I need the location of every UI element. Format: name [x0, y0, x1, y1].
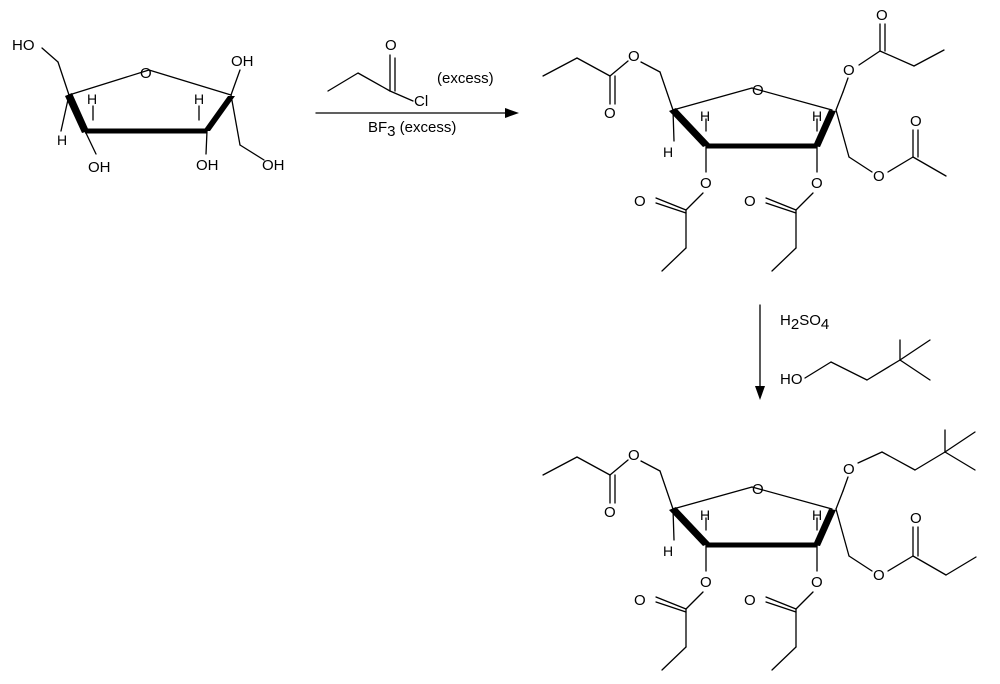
carbonyl-oxygen-label: O — [744, 193, 756, 210]
atom-label-H: H — [57, 132, 67, 148]
ester-oxygen-label: O — [873, 168, 885, 185]
atom-label-H: H — [87, 91, 97, 107]
atom-label-H: H — [194, 91, 204, 107]
ring-oxygen-label: O — [752, 82, 764, 99]
atom-label-HO: HO — [12, 37, 35, 54]
sulfuric-acid-label: H2SO4 — [780, 312, 829, 333]
neohexanol-reagent: HO — [780, 339, 931, 388]
atom-label-Cl: Cl — [414, 93, 428, 110]
ester-oxygen-label: O — [843, 62, 855, 79]
carbonyl-oxygen-label: O — [634, 193, 646, 210]
atom-label-H: H — [700, 507, 710, 523]
carbonyl-oxygen-label: O — [744, 592, 756, 609]
atom-label-OH: OH — [262, 157, 285, 174]
final-product: O H H H O O O O O — [542, 429, 977, 671]
carbonyl-oxygen-label: O — [604, 105, 616, 122]
atom-label-OH: OH — [196, 157, 219, 174]
carbonyl-oxygen-label: O — [910, 113, 922, 130]
carbonyl-oxygen-label: O — [385, 37, 397, 54]
propanoyl-chloride-reagent: O Cl (excess) — [327, 37, 494, 110]
carbonyl-oxygen-label: O — [910, 510, 922, 527]
ester-oxygen-label: O — [873, 567, 885, 584]
ester-oxygen-label: O — [628, 447, 640, 464]
carbonyl-oxygen-label: O — [876, 7, 888, 24]
reaction-arrow-2 — [755, 304, 765, 400]
atom-label-OH: OH — [88, 159, 111, 176]
atom-label-H: H — [700, 108, 710, 124]
atom-label-H: H — [663, 543, 673, 559]
ester-oxygen-label: O — [700, 574, 712, 591]
carbonyl-oxygen-label: O — [604, 504, 616, 521]
atom-label-H: H — [812, 108, 822, 124]
ester-oxygen-label: O — [628, 48, 640, 65]
atom-label-H: H — [663, 144, 673, 160]
ester-oxygen-label: O — [700, 175, 712, 192]
starting-material: HO O H H H OH OH OH OH — [12, 37, 285, 176]
catalyst-label: BF3 (excess) — [368, 119, 456, 140]
atom-label-HO: HO — [780, 371, 803, 388]
reaction-arrow-1 — [315, 108, 519, 118]
carbonyl-oxygen-label: O — [634, 592, 646, 609]
intermediate-product: O H H H O O O O O O — [542, 7, 947, 272]
ester-oxygen-label: O — [811, 175, 823, 192]
ring-oxygen-label: O — [140, 65, 152, 82]
ester-oxygen-label: O — [811, 574, 823, 591]
reagent-excess-label: (excess) — [437, 70, 494, 87]
ring-oxygen-label: O — [752, 481, 764, 498]
atom-label-OH: OH — [231, 53, 254, 70]
atom-label-H: H — [812, 507, 822, 523]
ether-oxygen-label: O — [843, 461, 855, 478]
